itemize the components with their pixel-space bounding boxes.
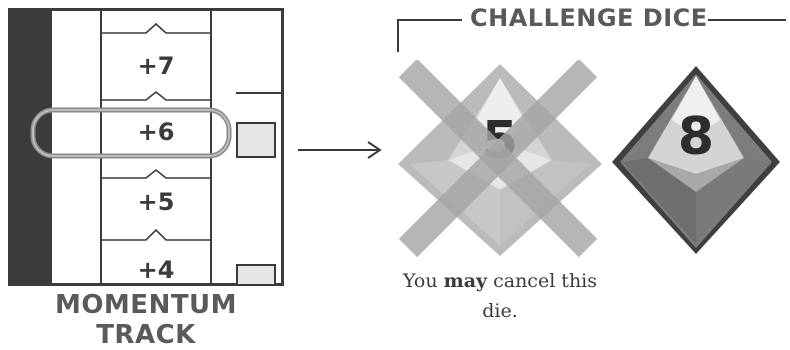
d10-die-active: 8 [608, 62, 784, 258]
challenge-dice-title: CHALLENGE DICE [470, 4, 740, 32]
cancel-note-before: You [403, 270, 444, 292]
cancel-note-after: cancel this die. [482, 270, 597, 322]
cancel-note: You may cancel this die. [400, 266, 600, 326]
die-2-value: 8 [678, 107, 714, 167]
d10-die-cancelled: 5 [392, 60, 608, 260]
cancel-note-emphasis: may [444, 270, 487, 292]
